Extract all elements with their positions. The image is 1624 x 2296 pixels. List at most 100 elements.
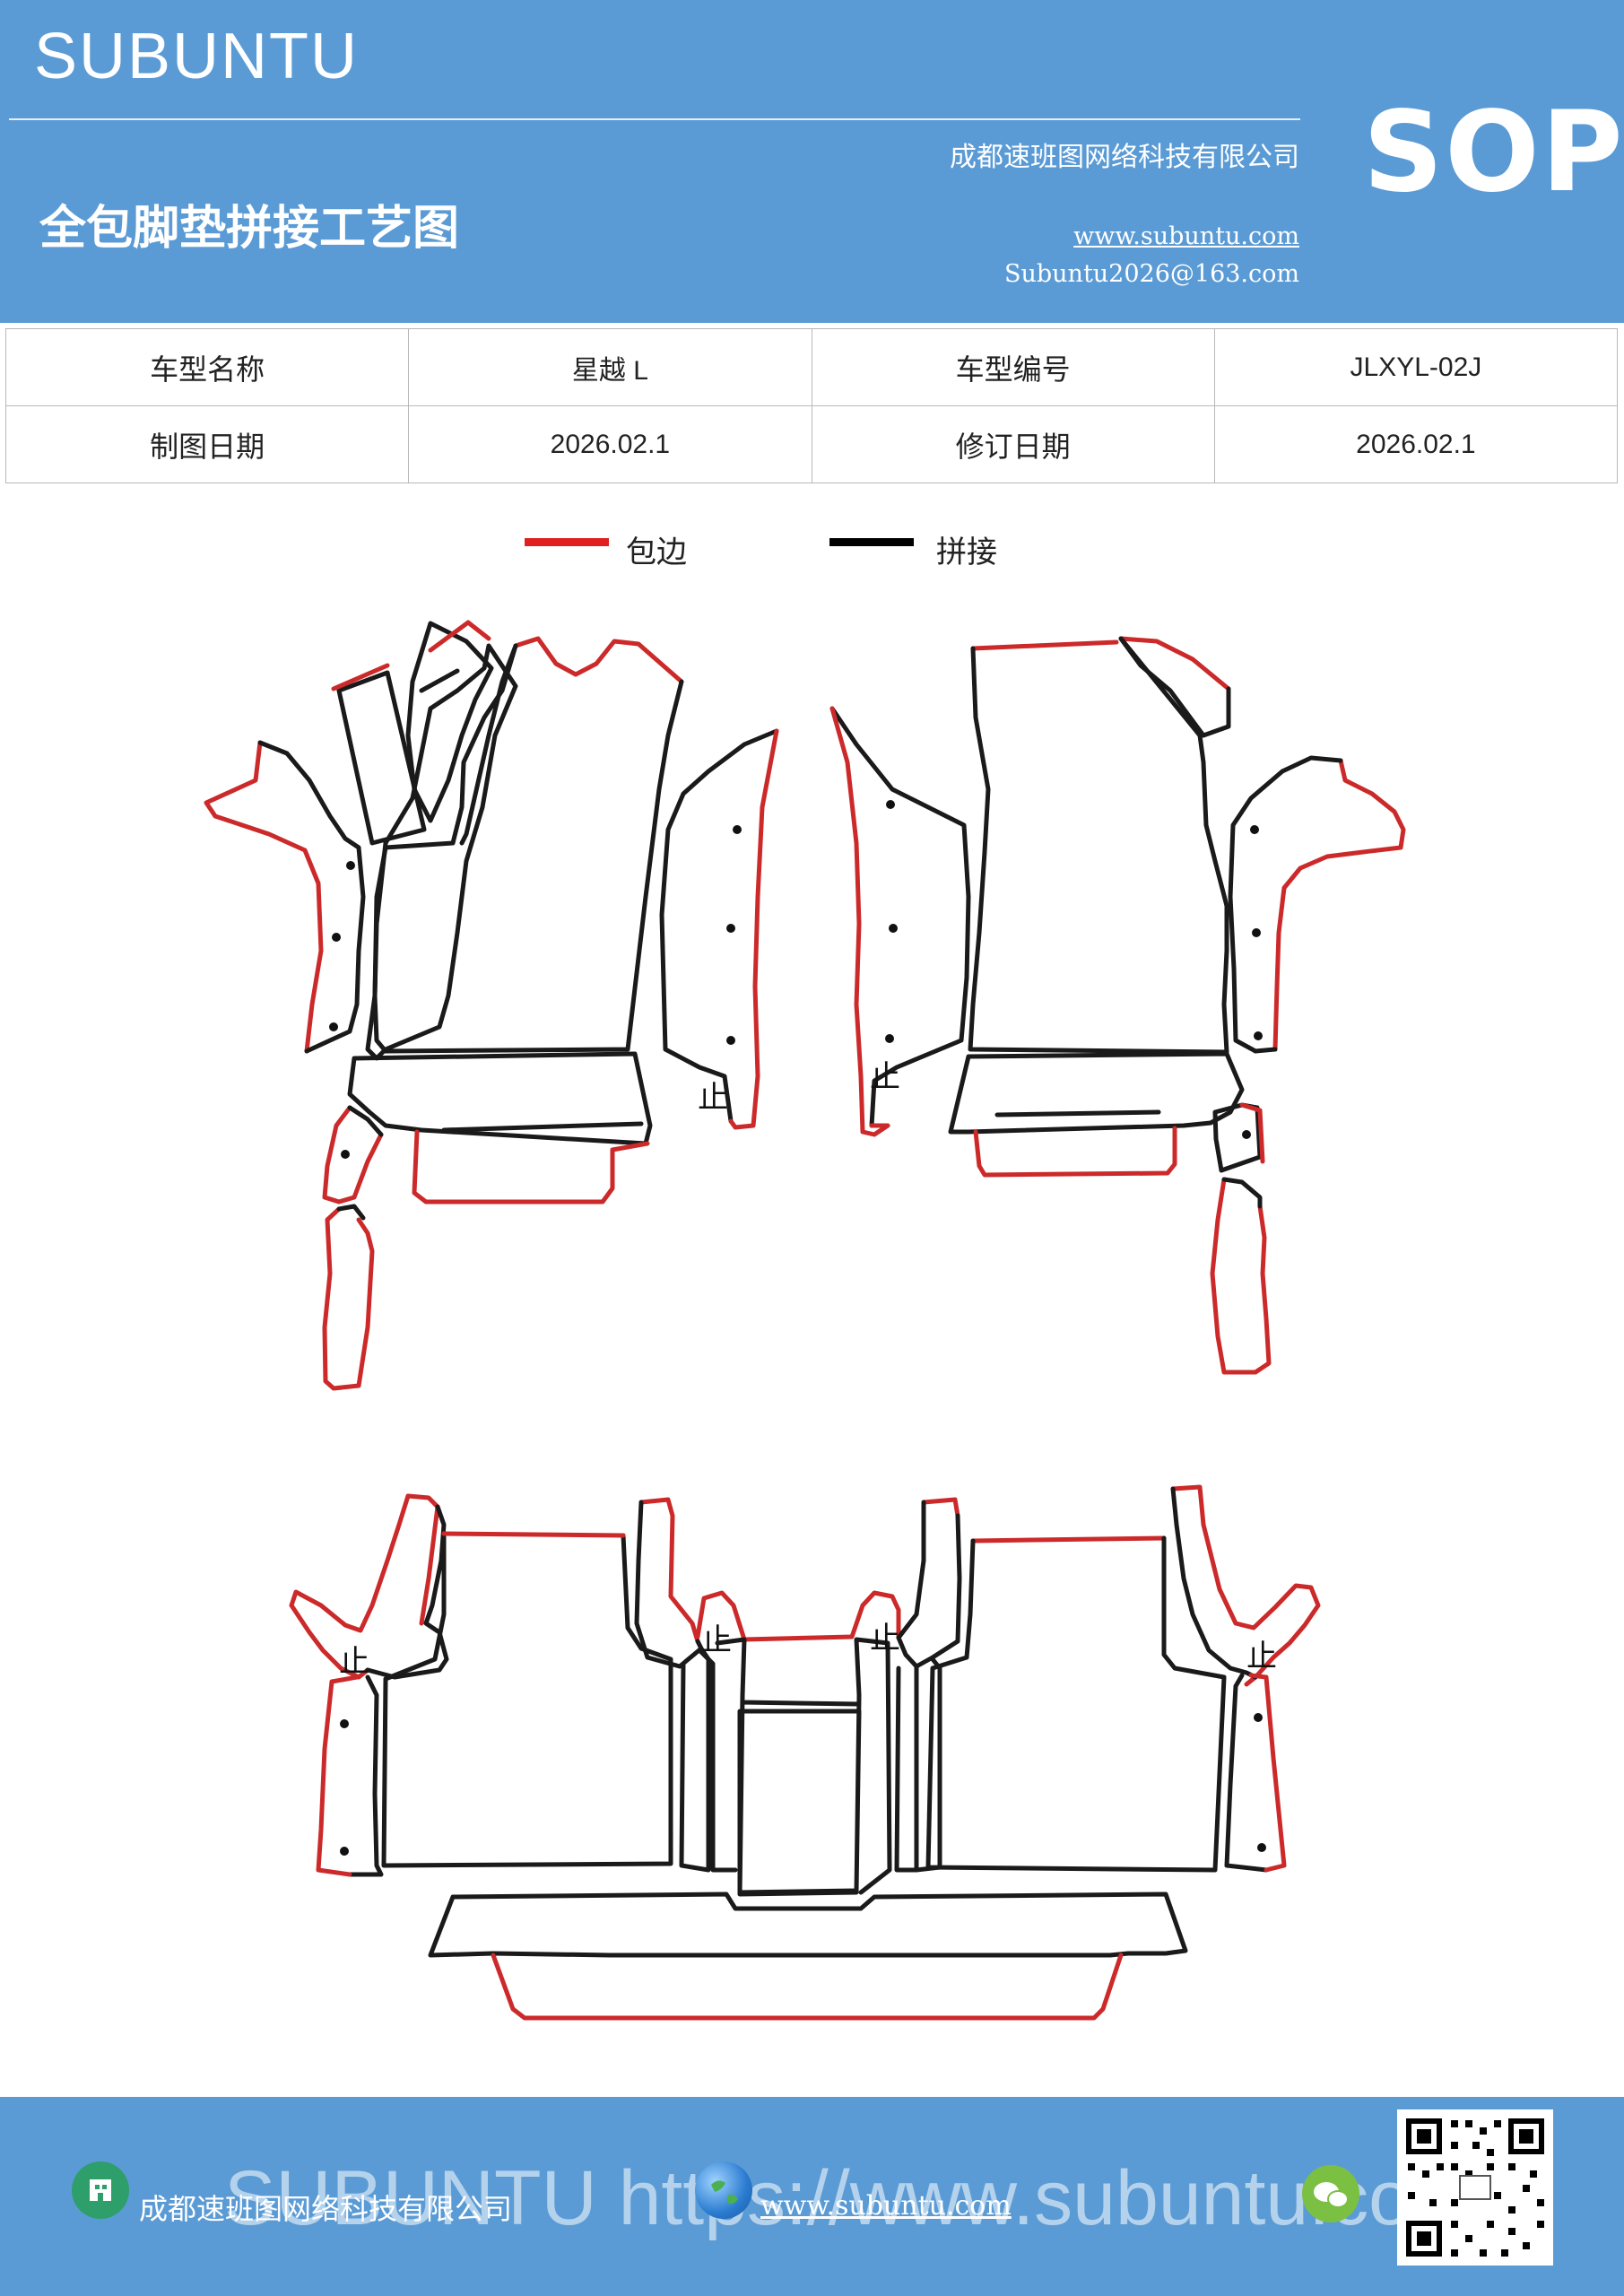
side-flap-seam — [405, 621, 494, 823]
rear-right-mat-seam — [925, 1535, 1227, 1873]
fastener-dot — [886, 800, 895, 809]
small-tab-binding — [322, 1105, 384, 1205]
table-cell-label: 修订日期 — [811, 405, 1215, 483]
page-footer: SUBUNTU https://www.subuntu.com 成都速班图网络科… — [0, 2097, 1624, 2296]
fastener-dot — [885, 1034, 894, 1043]
stop-mark: 止 — [698, 1080, 728, 1116]
fastener-dot — [733, 825, 742, 834]
header-divider — [9, 118, 1300, 120]
front-right-mat-group — [948, 636, 1406, 1375]
fastener-dot — [1250, 825, 1259, 834]
stop-mark: 止 — [870, 1621, 900, 1657]
right-wing-binding — [1272, 758, 1406, 1052]
stop-mark: 止 — [339, 1644, 369, 1680]
globe-icon — [695, 2161, 752, 2219]
lower-strip-seam — [336, 1204, 366, 1221]
fastener-dot — [332, 933, 341, 942]
rear-center-right-tab-binding — [921, 1497, 960, 1518]
driver-mat-main-seam — [372, 643, 684, 1054]
fastener-dot — [889, 924, 898, 933]
front-lower-bar-right — [994, 1109, 1161, 1118]
table-cell-label: 制图日期 — [4, 405, 410, 483]
rear-lower-seam — [428, 1892, 1188, 1958]
passenger-diag-flap-seam — [1118, 636, 1206, 738]
rear-left-side-seam — [347, 1674, 384, 1877]
center-strip-binding — [829, 706, 890, 1137]
fastener-dot — [329, 1022, 338, 1031]
center-strip-binding — [728, 728, 779, 1130]
legend-swatch-seam — [829, 538, 914, 546]
table-cell-label: 车型名称 — [4, 328, 410, 406]
left-wing-binding — [204, 740, 324, 1054]
stop-mark: 止 — [1246, 1639, 1277, 1674]
fastener-dot — [346, 861, 355, 870]
lower-strip-seam-right — [1221, 1177, 1263, 1209]
left-wing-seam — [257, 740, 366, 1054]
passenger-mat-top-binding — [970, 636, 1231, 691]
rear-left-mat-binding — [441, 1531, 626, 1538]
lower-strip-binding — [322, 1206, 375, 1391]
fastener-dot — [1254, 1713, 1263, 1722]
legend-label-binding: 包边 — [626, 535, 687, 570]
company-name: 成都速班图网络科技有限公司 — [950, 142, 1299, 173]
vehicle-info-table: 车型名称 星越 L 车型编号 JLXYL-02J 制图日期 2026.02.1 … — [4, 328, 1619, 483]
front-lower-bar — [441, 1121, 644, 1133]
table-row: 制图日期 2026.02.1 修订日期 2026.02.1 — [4, 405, 1619, 483]
footer-website-link[interactable]: www.subuntu.com — [760, 2190, 1012, 2222]
table-cell-label: 车型编号 — [811, 328, 1215, 406]
tunnel-binding — [695, 1590, 901, 1642]
page-title: 全包脚垫拼接工艺图 — [39, 201, 460, 256]
fastener-dot — [726, 924, 735, 933]
sop-badge: SOP — [1363, 88, 1624, 217]
fastener-dot — [340, 1847, 349, 1856]
fastener-dot — [1242, 1130, 1251, 1139]
footer-watermark: SUBUNTU https://www.subuntu.com — [224, 2155, 1476, 2241]
center-left-strip: 止 — [659, 728, 779, 1130]
rear-right-wing-binding — [1170, 1484, 1321, 1687]
rear-left-mat-seam — [381, 1533, 673, 1868]
fastener-dot — [726, 1036, 735, 1045]
table-cell-value: 星越 L — [408, 328, 812, 406]
legend-label-seam: 拼接 — [936, 535, 997, 570]
passenger-mat-seam — [968, 636, 1231, 1055]
rear-left-wing-outer-binding — [289, 1493, 411, 1680]
lower-strip-binding-right — [1210, 1177, 1272, 1375]
wechat-icon[interactable] — [1302, 2165, 1359, 2222]
table-row: 车型名称 星越 L 车型编号 JLXYL-02J — [4, 328, 1619, 406]
rear-left-side-binding — [316, 1674, 360, 1877]
small-tab-seam — [347, 1105, 384, 1137]
rear-lower-binding — [491, 1952, 1124, 2021]
fastener-dot — [1254, 1031, 1263, 1040]
front-lower-seam-right — [948, 1051, 1245, 1135]
heel-pad-seam — [336, 670, 427, 846]
footer-company-name: 成都速班图网络科技有限公司 — [139, 2192, 513, 2226]
legend: 包边 拼接 — [0, 520, 1624, 583]
rear-center-left-tab-binding — [638, 1497, 700, 1644]
page-header: SUBUNTU 全包脚垫拼接工艺图 成都速班图网络科技有限公司 www.subu… — [0, 0, 1624, 323]
heel-pad-binding — [331, 663, 390, 691]
table-cell-value: JLXYL-02J — [1213, 328, 1619, 406]
stop-mark: 止 — [870, 1059, 900, 1095]
front-lower-binding-right — [973, 1126, 1177, 1178]
front-left-mat-group — [204, 620, 684, 1391]
small-tab-binding-right — [1239, 1102, 1265, 1164]
rear-right-side-seam — [1224, 1673, 1269, 1873]
center-strip-seam — [659, 728, 779, 1124]
website-link[interactable]: www.subuntu.com — [1073, 222, 1299, 250]
fastener-dot — [340, 1719, 349, 1728]
table-cell-value: 2026.02.1 — [408, 405, 812, 483]
rear-right-side-binding — [1248, 1673, 1287, 1873]
rear-mat-group: 止 止 止 止 — [289, 1484, 1321, 2021]
driver-mat-top-binding — [513, 636, 684, 684]
table-cell-value: 2026.02.1 — [1213, 405, 1619, 483]
center-right-strip: 止 — [829, 706, 971, 1137]
qr-code — [1397, 2109, 1553, 2266]
fastener-dot — [1257, 1843, 1266, 1852]
fastener-dot — [341, 1150, 350, 1159]
right-wing-seam — [1228, 755, 1343, 1054]
brand-name: SUBUNTU — [34, 21, 360, 92]
front-lower-binding — [412, 1129, 650, 1205]
side-flap-binding — [428, 620, 491, 653]
rear-right-wing-seam — [1170, 1486, 1258, 1680]
